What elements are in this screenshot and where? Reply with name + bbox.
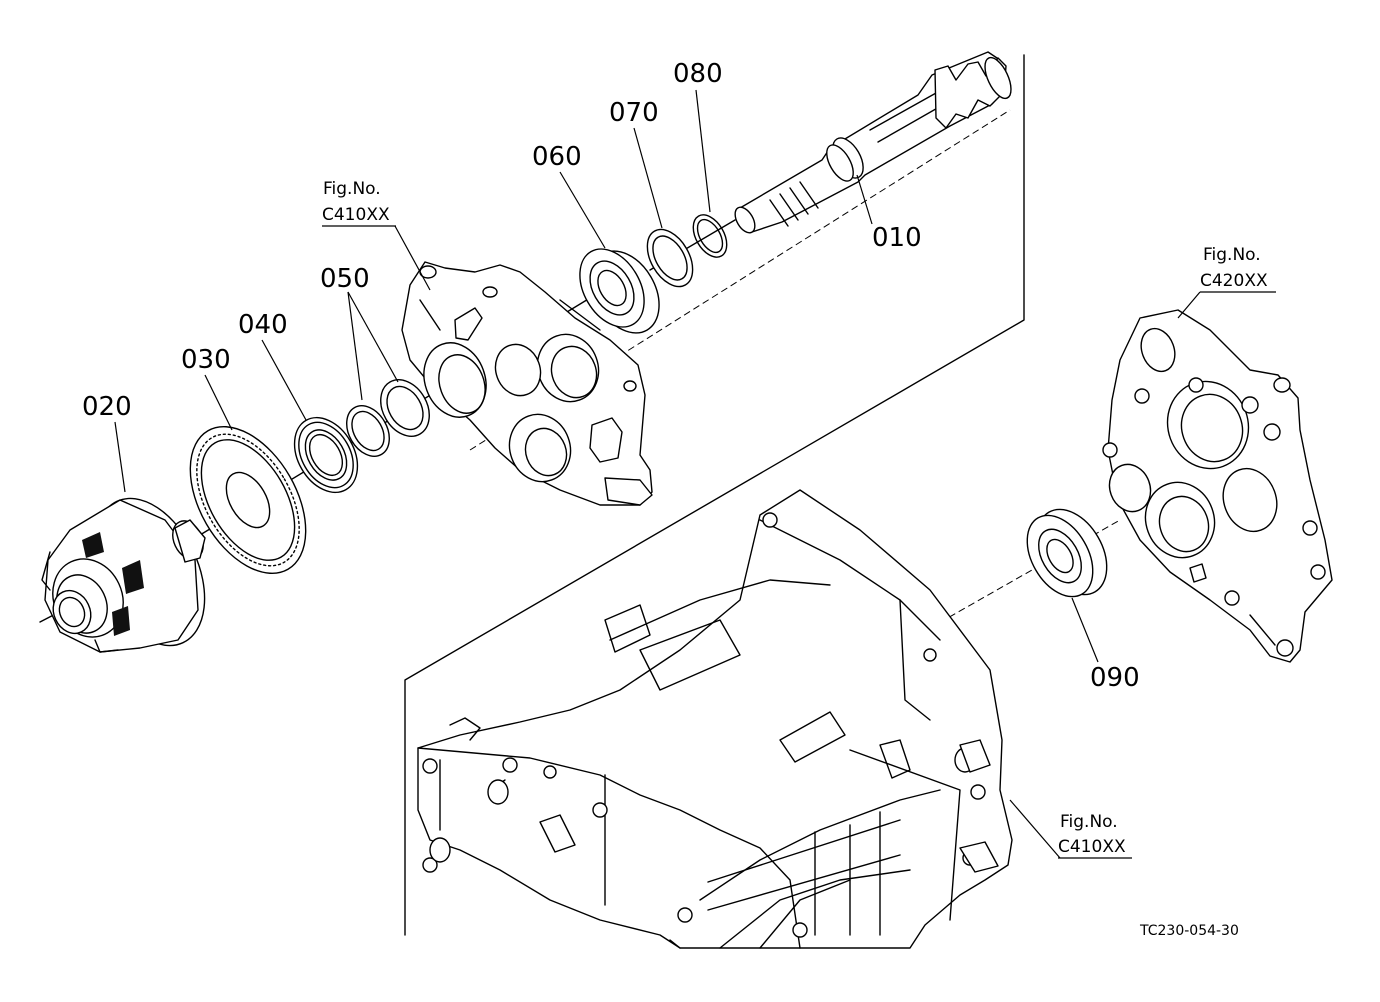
figure-reference-right: Fig.No. C420XX [1200,245,1276,293]
bearing-060 [579,248,660,334]
fig-ref-code: C410XX [1058,837,1126,857]
part-label-050: 050 [320,264,370,294]
leader-lines [114,89,1201,859]
part-label-080: 080 [673,59,723,89]
fig-ref-title: Fig.No. [1060,812,1118,832]
mid-plate-housing [401,261,653,506]
part-label-010: 010 [872,223,922,253]
bearing-090 [1026,508,1108,598]
part-label-030: 030 [181,345,231,375]
fig-ref-title: Fig.No. [1203,245,1261,265]
part-label-040: 040 [238,310,288,340]
fig-ref-title: Fig.No. [323,179,381,199]
washer-070 [646,228,694,288]
reference-frame [404,54,1025,936]
seal-040 [293,416,359,494]
seal-rings-050 [346,379,430,457]
clutch-assembly-020 [41,497,206,653]
part-label-090: 090 [1090,663,1140,693]
figure-reference-upper: Fig.No. C410XX [322,179,396,227]
snap-ring-080 [692,214,728,258]
fig-ref-code: C420XX [1200,271,1268,291]
end-cover-housing [1102,309,1333,663]
transmission-case [417,489,1013,949]
clutch-plate-030 [189,425,307,575]
fig-ref-code: C410XX [322,205,390,225]
part-label-070: 070 [609,98,659,128]
document-code: TC230-054-30 [1139,923,1239,939]
part-label-060: 060 [532,142,582,172]
shaft-010 [734,51,1012,234]
part-label-020: 020 [82,392,132,422]
part-labels: 010 020 030 040 050 060 070 080 090 [82,59,1140,693]
figure-reference-lower: Fig.No. C410XX [1058,812,1132,859]
